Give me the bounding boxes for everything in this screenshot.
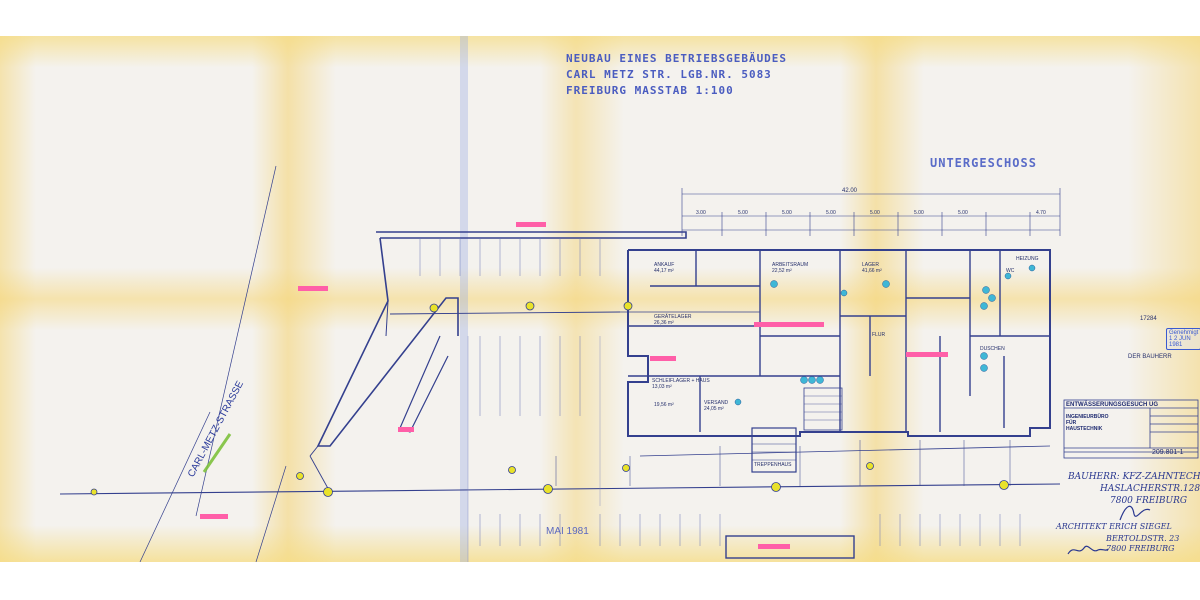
overall-dimension: 42.00 bbox=[842, 188, 858, 194]
dimension-label: 5.00 bbox=[958, 210, 968, 216]
dimension-label: 5.00 bbox=[738, 210, 748, 216]
ramp-inner bbox=[399, 335, 449, 433]
header-line-2: CARL METZ STR. LGB.NR. 5083 bbox=[566, 68, 772, 81]
dimension-label: 3.00 bbox=[696, 210, 706, 216]
room-label: HEIZUNG bbox=[1016, 256, 1039, 262]
architect-line: ARCHITEKT ERICH SIEGEL bbox=[1056, 522, 1172, 531]
client-line: BAUHERR: KFZ-ZAHNTECHNIK bbox=[1068, 472, 1200, 482]
site-outline bbox=[376, 231, 687, 239]
highlighter-marks bbox=[90, 222, 1036, 549]
room-label: GERÄTELAGER 26,36 m² bbox=[654, 314, 692, 326]
building-outline bbox=[627, 249, 1051, 437]
room-label: DUSCHEN bbox=[980, 346, 1005, 352]
approval-stamp-date: 1 2 JUN 1981 bbox=[1169, 336, 1191, 348]
dimension-label: 4.70 bbox=[1036, 210, 1046, 216]
stamp-number: 17284 bbox=[1140, 316, 1157, 322]
client-line: 7800 FREIBURG bbox=[1110, 496, 1188, 506]
architect-line: 7800 FREIBURG bbox=[1106, 544, 1175, 553]
drawing-sheet: NEUBAU EINES BETRIEBSGEBÄUDES CARL METZ … bbox=[0, 36, 1200, 562]
header-line-1: NEUBAU EINES BETRIEBSGEBÄUDES bbox=[566, 52, 788, 65]
room-label: FLUR bbox=[872, 332, 886, 338]
stamp-authority: DER BAUHERR bbox=[1128, 354, 1172, 360]
stair bbox=[751, 427, 797, 473]
dimension-label: 5.00 bbox=[914, 210, 924, 216]
title-block-office: FÜR bbox=[1066, 420, 1077, 426]
signature bbox=[1067, 545, 1109, 555]
room-label: 19,56 m² bbox=[654, 402, 674, 408]
sewer-main bbox=[59, 483, 1061, 495]
dimension-label: 5.00 bbox=[870, 210, 880, 216]
room-label: ARBEITSRAUM 22,52 m² bbox=[772, 262, 809, 274]
title-block-project: ENTWÄSSERUNGSGESUCH UG bbox=[1066, 402, 1159, 408]
room-label: ANKAUF 44,17 m² bbox=[654, 262, 675, 274]
room-label: VERSAND 24,05 m² bbox=[704, 400, 729, 412]
title-block-office: HAUSTECHNIK bbox=[1066, 426, 1103, 432]
client-line: HASLACHERSTR.128 bbox=[1100, 484, 1200, 494]
room-label: SCHLEIFLAGER + HAUS 13,03 m² bbox=[652, 378, 710, 390]
street-edge bbox=[195, 165, 277, 517]
floor-plan bbox=[59, 165, 1199, 562]
room-label: TREPPENHAUS bbox=[754, 462, 792, 468]
architect-line: BERTOLDSTR. 23 bbox=[1106, 534, 1180, 543]
plan-title: UNTERGESCHOSS bbox=[930, 156, 1037, 170]
date-note: MAI 1981 bbox=[546, 526, 589, 537]
dimension-label: 5.00 bbox=[826, 210, 836, 216]
approval-stamp-title: Genehmigt bbox=[1169, 330, 1199, 336]
room-label: WC bbox=[1006, 268, 1015, 274]
dimension-label: 5.00 bbox=[782, 210, 792, 216]
title-block-frame bbox=[1063, 399, 1199, 459]
drawing-number: 209.801-1 bbox=[1152, 449, 1184, 456]
title-block-office: INGENIEURBÜRO bbox=[1066, 414, 1109, 420]
room-label: LAGER 41,66 m² bbox=[862, 262, 882, 274]
signature bbox=[1119, 505, 1151, 521]
approval-stamp: Genehmigt 1 2 JUN 1981 bbox=[1166, 328, 1200, 350]
street-edge bbox=[255, 465, 287, 562]
header-line-3: FREIBURG MASSTAB 1:100 bbox=[566, 84, 734, 97]
lower-box bbox=[725, 535, 855, 559]
